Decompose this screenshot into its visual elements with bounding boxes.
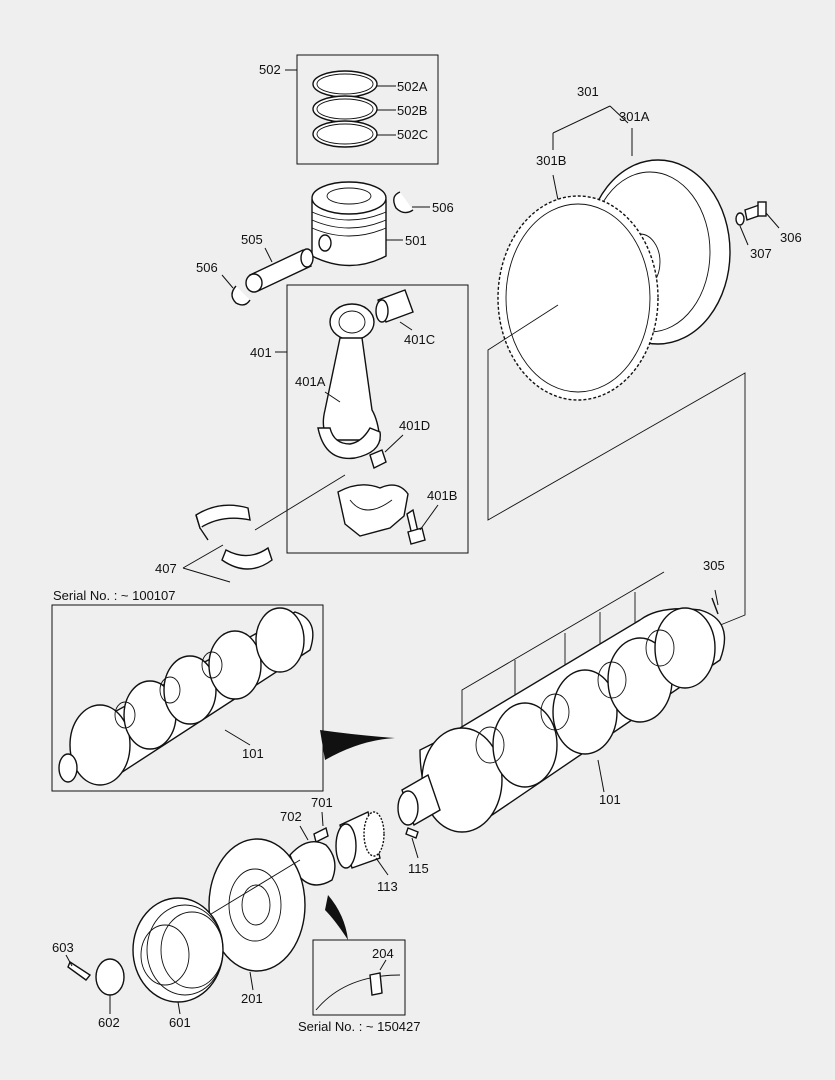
crankshaft-icon xyxy=(397,607,726,833)
key-icon xyxy=(405,827,419,839)
label-115: 115 xyxy=(408,861,429,876)
snap-ring-icon xyxy=(393,191,414,214)
label-506-left: 506 xyxy=(196,260,218,275)
conrod-cap-icon xyxy=(337,484,409,537)
washer-icon xyxy=(735,212,745,226)
dowel-icon xyxy=(369,449,387,469)
label-505: 505 xyxy=(241,232,263,247)
label-301B: 301B xyxy=(536,153,566,168)
plate-icon xyxy=(289,841,336,886)
label-401B: 401B xyxy=(427,488,457,503)
bolt-icon xyxy=(369,972,383,996)
label-603: 603 xyxy=(52,940,74,955)
label-701: 701 xyxy=(311,795,333,810)
ring-gear-icon xyxy=(497,195,659,401)
bushing-icon xyxy=(375,289,414,323)
label-601: 601 xyxy=(169,1015,191,1030)
arrow-icon xyxy=(325,895,348,940)
label-201: 201 xyxy=(241,991,263,1006)
bolt-icon xyxy=(67,960,92,981)
pulley-icon xyxy=(132,897,224,1003)
label-502C: 502C xyxy=(397,127,428,142)
pin-icon xyxy=(711,597,719,615)
label-113: 113 xyxy=(377,879,398,894)
serial-note-1: Serial No. : ~ 100107 xyxy=(53,588,176,603)
bolt-icon xyxy=(313,826,329,844)
label-702: 702 xyxy=(280,809,302,824)
label-401D: 401D xyxy=(399,418,430,433)
label-204: 204 xyxy=(372,946,394,961)
label-301: 301 xyxy=(577,84,599,99)
arrow-icon xyxy=(320,730,395,760)
label-305: 305 xyxy=(703,558,725,573)
label-502B: 502B xyxy=(397,103,427,118)
label-506-right: 506 xyxy=(432,200,454,215)
label-501: 501 xyxy=(405,233,427,248)
serial-note-2: Serial No. : ~ 150427 xyxy=(298,1019,421,1034)
label-301A: 301A xyxy=(619,109,650,124)
alt-bolt-box xyxy=(312,939,406,1016)
bolt-icon xyxy=(406,508,426,545)
label-306: 306 xyxy=(780,230,802,245)
label-401A: 401A xyxy=(295,374,326,389)
label-401: 401 xyxy=(250,345,272,360)
label-602: 602 xyxy=(98,1015,120,1030)
piston-icon xyxy=(311,181,387,267)
alt-crankshaft-box xyxy=(51,604,324,792)
timing-gear-icon xyxy=(335,811,385,869)
snap-ring-icon xyxy=(231,285,251,306)
washer-plate-icon xyxy=(95,958,125,996)
label-401C: 401C xyxy=(404,332,435,347)
label-307: 307 xyxy=(750,246,772,261)
piston-ring-icon xyxy=(312,70,378,148)
label-101: 101 xyxy=(599,792,621,807)
ring-set-box xyxy=(296,54,439,165)
conrod-box xyxy=(286,284,469,554)
bolt-icon xyxy=(744,201,767,221)
piston-pin-icon xyxy=(245,248,314,293)
label-407: 407 xyxy=(155,561,177,576)
crankshaft-icon xyxy=(58,607,314,786)
label-502A: 502A xyxy=(397,79,428,94)
bearing-shell-icon xyxy=(195,504,273,570)
label-101-box: 101 xyxy=(242,746,264,761)
label-502: 502 xyxy=(259,62,281,77)
connecting-rod-icon xyxy=(317,303,381,460)
